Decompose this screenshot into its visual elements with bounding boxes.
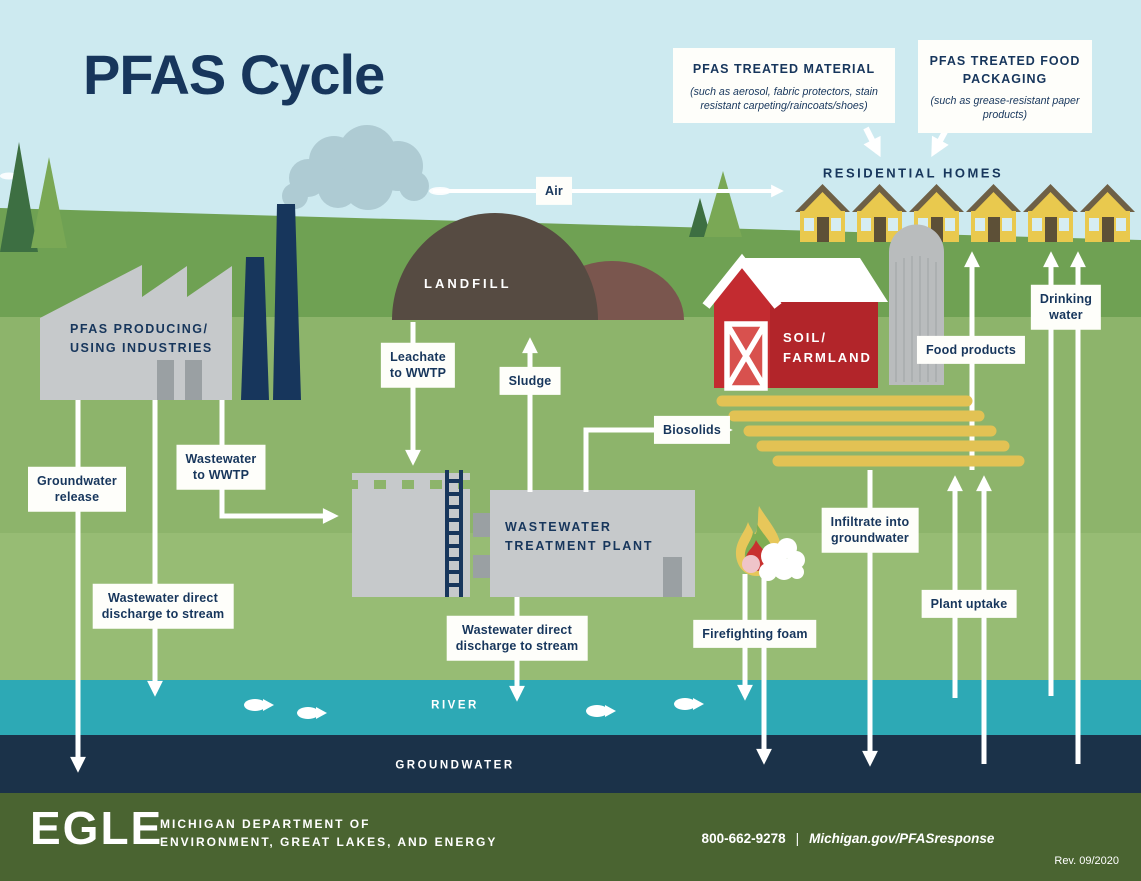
wwtp-icon (352, 470, 695, 597)
leachate-label: Leachate to WWTP (380, 342, 456, 388)
infiltrate-groundwater-label: Infiltrate into groundwater (821, 507, 919, 553)
contact-separator: | (795, 831, 800, 846)
department-line1: MICHIGAN DEPARTMENT OF (160, 817, 371, 831)
soil-farmland-label: SOIL/ FARMLAND (783, 330, 872, 365)
wwtp-label: WASTEWATER TREATMENT PLANT (505, 520, 654, 553)
callout-pfas-treated-material: PFAS TREATED MATERIAL (such as aerosol, … (673, 48, 895, 124)
river-label: RIVER (431, 699, 479, 712)
department-name: MICHIGAN DEPARTMENT OF ENVIRONMENT, GREA… (160, 815, 497, 851)
groundwater-release-label: Groundwater release (28, 466, 126, 512)
industries-label: PFAS PRODUCING/ USING INDUSTRIES (70, 322, 213, 355)
biosolids-label: Biosolids (653, 415, 731, 445)
groundwater-band (0, 735, 1141, 793)
callout-packaging-subtitle: (such as grease-resistant paper products… (930, 95, 1080, 122)
footer-bar: EGLE MICHIGAN DEPARTMENT OF ENVIRONMENT,… (0, 793, 1141, 881)
callout-material-title: PFAS TREATED MATERIAL (692, 62, 876, 76)
tree-icons-left (0, 142, 67, 252)
firefighting-foam-label: Firefighting foam (693, 619, 817, 649)
callout-packaging-title: PFAS TREATED FOOD PACKAGING (929, 54, 1081, 86)
sludge-label: Sludge (499, 366, 561, 396)
drinking-water-label: Drinking water (1030, 284, 1102, 330)
barn-icon (702, 253, 888, 391)
wastewater-to-wwtp-label: Wastewater to WWTP (176, 444, 266, 490)
smoke-icon (282, 125, 429, 210)
material-callout-arrow (863, 126, 881, 158)
firefighting-foam-icon (735, 506, 805, 581)
smokestack-icon (273, 204, 301, 400)
egle-logo: EGLE (30, 802, 164, 854)
landfill-icon (392, 213, 684, 320)
tree-icons-middle (689, 171, 742, 237)
air-label: Air (536, 176, 572, 206)
revision-date: Rev. 09/2020 (1054, 855, 1119, 867)
landfill-label: LANDFILL (424, 276, 512, 291)
residential-homes-label: RESIDENTIAL HOMES (822, 165, 1004, 181)
wastewater-to-wwtp-arrow (219, 400, 339, 524)
industry-discharge-label: Wastewater direct discharge to stream (92, 583, 234, 629)
callout-material-subtitle: (such as aerosol, fabric protectors, sta… (690, 85, 878, 112)
groundwater-label: GROUNDWATER (395, 759, 515, 772)
ladder-icon (445, 470, 463, 597)
phone-number: 800-662-9278 (701, 831, 786, 846)
river-band (0, 680, 1141, 735)
contact-info: 800-662-9278 | Michigan.gov/PFASresponse (702, 831, 995, 846)
plant-uptake-label: Plant uptake (921, 589, 1017, 619)
department-line2: ENVIRONMENT, GREAT LAKES, AND ENERGY (160, 835, 498, 849)
wwtp-discharge-label: Wastewater direct discharge to stream (446, 615, 588, 661)
callout-pfas-treated-food-packaging: PFAS TREATED FOOD PACKAGING (such as gre… (918, 40, 1092, 133)
smokestack-icon (241, 257, 269, 400)
page-title: PFAS Cycle (83, 43, 385, 106)
food-products-label: Food products (916, 335, 1026, 365)
crop-rows-icon (716, 395, 1025, 467)
factory-icon (40, 204, 301, 400)
pfas-response-url: Michigan.gov/PFASresponse (809, 831, 995, 846)
